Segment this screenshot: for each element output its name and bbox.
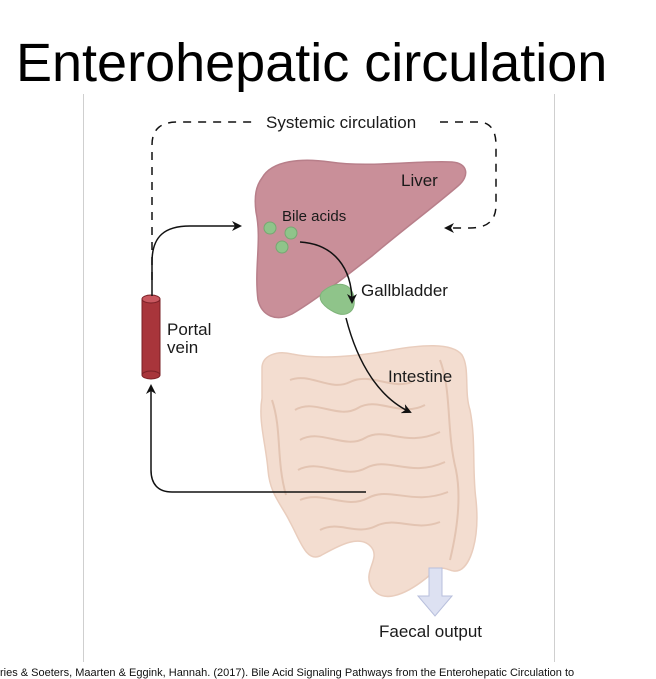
- bile-acid-dot: [284, 226, 298, 240]
- gallbladder-label: Gallbladder: [361, 281, 448, 300]
- intestine-shape: [260, 344, 478, 598]
- portal-vein-label-line1: Portal: [167, 320, 211, 339]
- intestine-to-portal-vein-arrow: [146, 384, 366, 493]
- faecal-output-label: Faecal output: [379, 622, 482, 641]
- systemic-circulation-label: Systemic circulation: [266, 113, 416, 132]
- bile-acid-dot: [263, 221, 277, 235]
- intestine: [260, 344, 478, 598]
- figure-panel: [83, 94, 555, 662]
- portal-vein-label-line2: vein: [167, 338, 198, 357]
- portal-vein: [141, 294, 161, 380]
- portal-to-liver-arrow: [151, 221, 242, 296]
- bile-acids-to-gallbladder-arrow: [299, 241, 357, 304]
- liver: [254, 159, 467, 319]
- faecal-output-arrow: [416, 567, 454, 617]
- intestine-label: Intestine: [388, 367, 452, 386]
- citation: ries & Soeters, Maarten & Eggink, Hannah…: [0, 667, 575, 679]
- gallbladder-to-intestine-arrow: [345, 317, 412, 414]
- systemic-circulation-return-arrow: [440, 121, 497, 233]
- bile-acid-dot: [275, 240, 289, 254]
- bile-acids-label: Bile acids: [282, 208, 346, 225]
- slide-title: Enterohepatic circulation: [16, 33, 608, 93]
- gallbladder: [319, 283, 355, 315]
- liver-label: Liver: [401, 171, 438, 190]
- systemic-circulation-path: [151, 121, 258, 280]
